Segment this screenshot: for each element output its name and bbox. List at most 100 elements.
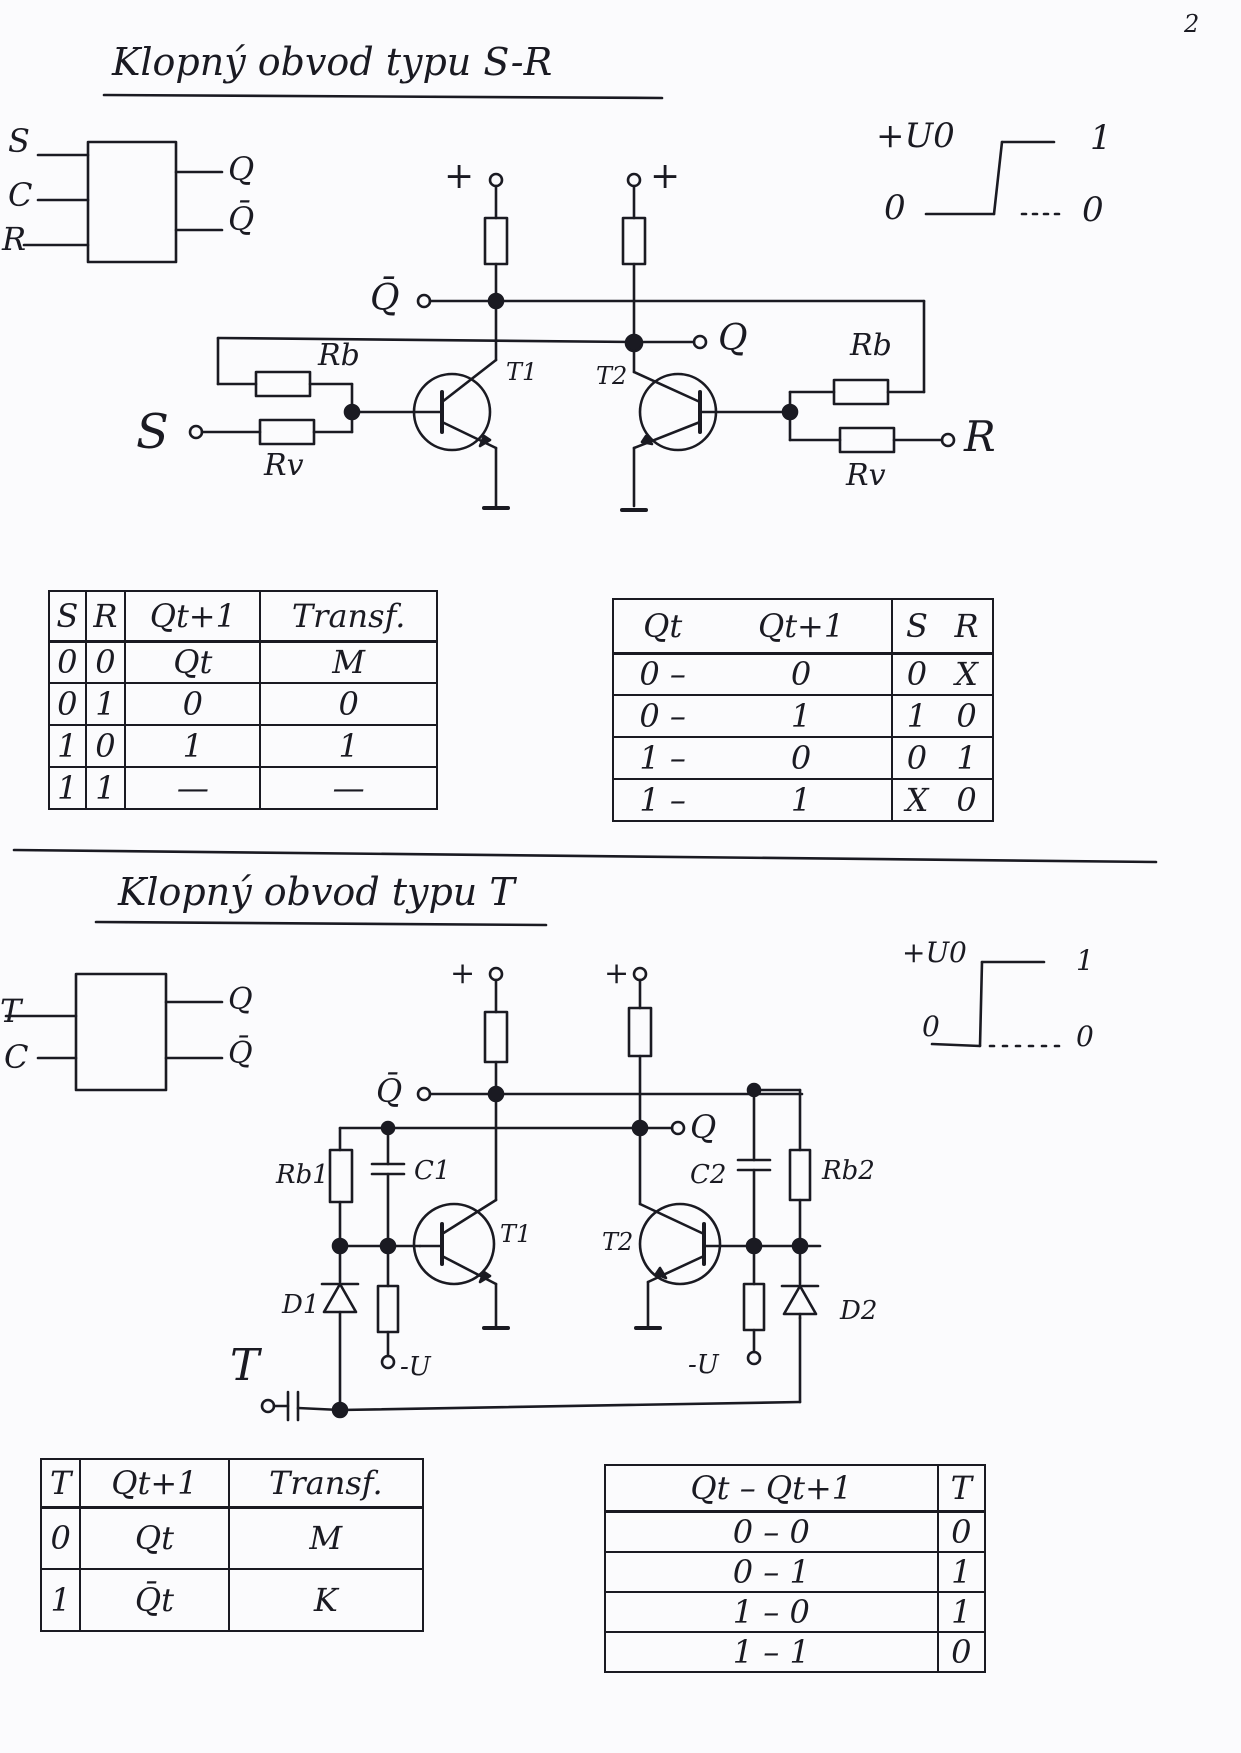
- sr-level-low: 0: [884, 188, 906, 228]
- sr-t1-head-transf: Transf.: [259, 590, 438, 643]
- sr-supply-left: +: [444, 156, 475, 197]
- sr-title: Klopný obvod typu S-R: [112, 40, 553, 84]
- table-cell: 0 –: [611, 694, 712, 738]
- table-cell: M: [259, 640, 438, 684]
- table-cell: —: [124, 766, 262, 810]
- cell-value: 1: [639, 739, 660, 777]
- sr-circuit: [188, 172, 956, 512]
- table-cell: X: [941, 652, 994, 696]
- sr-out-q: Q: [718, 318, 748, 359]
- t-supply-right: +: [604, 956, 630, 991]
- sr-t1-label: T1: [506, 358, 538, 386]
- t-d2-label: D2: [840, 1296, 878, 1326]
- sr-rv-right: Rv: [846, 458, 886, 493]
- page-number: 2: [1184, 10, 1200, 38]
- t-level-supply: +U0: [902, 936, 967, 969]
- table-cell: 1 –: [611, 778, 712, 822]
- t-d1-label: D1: [282, 1290, 320, 1320]
- sr-block-label-s: S: [8, 122, 30, 160]
- table-cell: 0: [890, 736, 942, 780]
- t-table-1: T Qt+1 Transf. 0 Qt M 1 Q̄t K: [39, 1458, 425, 1632]
- table-cell: 0: [936, 1510, 987, 1553]
- sr-block-symbol: [22, 140, 224, 264]
- table-cell: 1 –: [611, 736, 712, 780]
- sr-t2-head-qt1: Qt+1: [711, 598, 893, 655]
- t-title: Klopný obvod typu T: [118, 870, 515, 914]
- sr-block-label-q: Q: [228, 150, 255, 188]
- sr-t2-label: T2: [596, 362, 628, 390]
- sr-rv-left: Rv: [264, 448, 304, 483]
- table-cell: 1: [936, 1550, 987, 1593]
- sr-level-one: 1: [1090, 118, 1112, 158]
- sr-rb-right: Rb: [850, 328, 892, 363]
- t-c2-label: C2: [690, 1160, 727, 1190]
- sr-t1-head-qt1: Qt+1: [124, 590, 262, 643]
- table-cell: 1: [936, 1590, 987, 1633]
- t-block-label-qbar: Q̄: [228, 1036, 253, 1071]
- table-cell: 1: [711, 694, 893, 738]
- t-title-underline: [94, 920, 548, 927]
- t-out-q: Q: [690, 1108, 717, 1146]
- table-cell: 0: [39, 1506, 82, 1570]
- t-t2-head-transition: Qt – Qt+1: [604, 1464, 939, 1513]
- table-cell: 1: [890, 694, 942, 738]
- sr-t2-head-r: R: [941, 598, 994, 655]
- t-circuit: [260, 966, 822, 1422]
- sr-title-underline: [102, 93, 664, 100]
- sr-rb-left: Rb: [318, 338, 360, 373]
- table-cell: 0: [711, 736, 893, 780]
- table-cell: 0: [259, 682, 438, 726]
- sr-table-2: Qt Qt+1 S R 0 – 0 0 X 0 – 1 1 0 1 – 0 0 …: [611, 598, 994, 822]
- table-cell: 1: [124, 724, 262, 768]
- t-c1-label: C1: [414, 1156, 451, 1186]
- sr-block-label-r: R: [2, 220, 27, 258]
- table-cell: K: [227, 1568, 425, 1632]
- table-cell: 0: [941, 694, 994, 738]
- t-t2-label: T2: [602, 1228, 634, 1256]
- t-t1-head-transf: Transf.: [227, 1458, 425, 1509]
- sr-t2-head-qt: Qt: [611, 598, 712, 655]
- table-cell: 0: [48, 682, 87, 726]
- table-cell: 1 – 1: [604, 1630, 939, 1673]
- t-table-2: Qt – Qt+1 T 0 – 0 0 0 – 1 1 1 – 0 1 1 – …: [604, 1464, 987, 1673]
- sr-level-supply: +U0: [876, 116, 955, 156]
- table-cell: 0: [48, 640, 87, 684]
- table-cell: 1: [941, 736, 994, 780]
- t-level-one: 1: [1076, 944, 1094, 977]
- table-cell: 0: [890, 652, 942, 696]
- table-cell: 1 – 0: [604, 1590, 939, 1633]
- cell-value: 0: [639, 655, 660, 694]
- cell-value: 0: [639, 697, 660, 735]
- t-rb2-label: Rb2: [822, 1156, 875, 1186]
- sr-block-label-qbar: Q̄: [228, 200, 255, 238]
- table-cell: —: [259, 766, 438, 810]
- section-divider: [12, 848, 1158, 864]
- sr-input-s: S: [136, 404, 169, 460]
- sr-input-r: R: [964, 412, 996, 461]
- sr-out-qbar: Q̄: [370, 278, 400, 319]
- t-level-diagram: [930, 960, 1064, 1048]
- table-cell: 0 – 0: [604, 1510, 939, 1553]
- table-cell: Q̄t: [79, 1568, 230, 1632]
- t-rb1-label: Rb1: [276, 1160, 329, 1190]
- t-supply-left: +: [450, 956, 476, 991]
- table-cell: 0: [941, 778, 994, 822]
- t-level-zero: 0: [1076, 1020, 1094, 1053]
- t-block-label-t: T: [0, 992, 22, 1030]
- t-level-low: 0: [922, 1010, 940, 1043]
- sr-level-diagram: [924, 140, 1062, 216]
- table-cell: 1: [259, 724, 438, 768]
- t-block-label-c: C: [4, 1038, 29, 1076]
- table-cell: 1: [84, 766, 127, 810]
- t-t1-label: T1: [500, 1220, 532, 1248]
- table-cell: Qt: [124, 640, 262, 684]
- table-cell: X: [890, 778, 942, 822]
- sr-level-zero: 0: [1082, 190, 1104, 230]
- t-block-label-q: Q: [228, 982, 253, 1017]
- sr-t1-head-s: S: [48, 590, 87, 643]
- sr-supply-right: +: [650, 156, 681, 197]
- t-neg-left: -U: [400, 1352, 431, 1382]
- table-cell: 0: [84, 640, 127, 684]
